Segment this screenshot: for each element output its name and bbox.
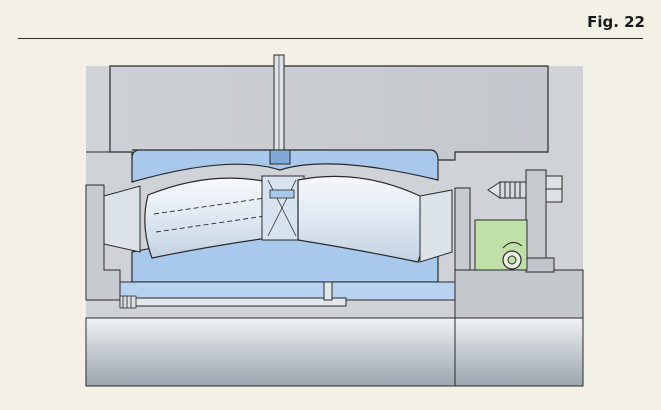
adapter-sleeve (119, 281, 456, 301)
outer-ring (131, 149, 439, 183)
bracket-vertical (525, 169, 547, 271)
right-housing-wall (454, 269, 584, 319)
seal-left (103, 185, 141, 253)
housing-right-seal (454, 187, 471, 271)
threaded-plug (119, 295, 137, 309)
figure-label: Fig. 22 (587, 13, 645, 31)
header-rule (18, 38, 643, 39)
oil-feed-pipe (119, 297, 347, 307)
adjusting-bolt (487, 175, 563, 203)
housing-upper-block (109, 65, 549, 161)
housing-left-seal (85, 184, 121, 301)
roller-left (144, 177, 269, 259)
shaft (85, 317, 584, 387)
oil-feed-riser (323, 281, 333, 301)
seal-right (419, 189, 453, 263)
outer-ring-groove (269, 149, 291, 165)
bracket-base (525, 257, 555, 273)
